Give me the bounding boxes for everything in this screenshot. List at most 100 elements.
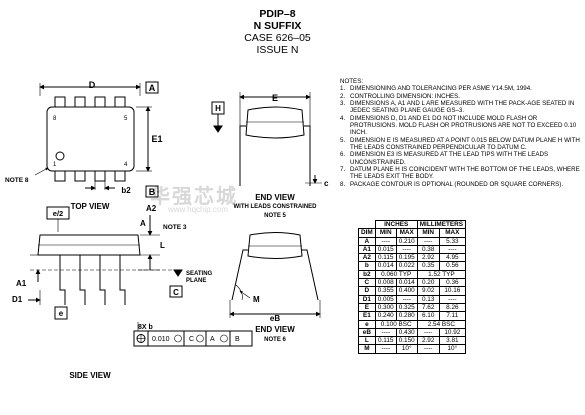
table-cell: eB <box>358 327 376 338</box>
table-cell: ---- <box>416 327 440 338</box>
package-drawing: D A B E1 b2 NOTE 8 8 5 1 4 TOP VIEW E H … <box>5 80 329 380</box>
table-cell: ---- <box>395 294 418 304</box>
end-dim-eb: eB <box>270 314 280 323</box>
table-cell: 7.62 <box>416 302 440 313</box>
top-note8: NOTE 8 <box>5 177 29 184</box>
table-cell: 5.33 <box>438 236 467 246</box>
table-cell: 0.100 BSC <box>374 319 418 329</box>
note-item: 1. DIMENSIONING AND TOLERANCING PER ASME … <box>340 85 585 92</box>
millimeters-header: MILLIMETERS <box>416 219 467 230</box>
note-number: 4. <box>340 114 346 122</box>
top-dim-e1: E1 <box>151 134 162 144</box>
table-cell: 7.11 <box>438 311 467 321</box>
table-cell: 2.92 <box>416 336 440 346</box>
package-title: PDIP–8 <box>259 8 296 20</box>
plane-label: PLANE <box>186 278 206 284</box>
table-cell: b2 <box>358 269 376 280</box>
table-cell: ---- <box>374 236 397 246</box>
table-cell: 10° <box>438 344 467 354</box>
note-number: 2. <box>340 92 346 100</box>
top-datum-a: A <box>149 83 156 93</box>
table-cell: 4.95 <box>438 253 467 263</box>
end-view-title: END VIEW <box>255 193 295 202</box>
table-cell: 0.240 <box>374 311 397 321</box>
table-cell: 3.81 <box>438 336 467 346</box>
table-cell: 0.115 <box>374 253 397 263</box>
table-cell: A1 <box>358 244 376 255</box>
note-number: 1. <box>340 85 346 93</box>
table-cell: 0.400 <box>395 286 418 296</box>
package-suffix: N SUFFIX <box>253 20 302 32</box>
note-number: 5. <box>340 136 346 144</box>
side-dim-a2: A2 <box>146 204 157 213</box>
table-cell: D <box>358 286 376 296</box>
pin4-label: 4 <box>124 162 128 168</box>
end-view2-note6: NOTE 6 <box>264 337 286 343</box>
table-cell: C <box>358 278 376 288</box>
note-number: 7. <box>340 166 346 174</box>
table-cell: 0.325 <box>395 302 418 313</box>
table-cell: 0.280 <box>395 311 418 321</box>
top-datum-b: B <box>149 187 156 197</box>
notes-heading: NOTES: <box>340 78 364 85</box>
table-cell: 0.56 <box>438 261 467 271</box>
table-cell: 0.300 <box>374 302 397 313</box>
table-cell: 0.430 <box>395 327 418 338</box>
table-cell: 0.015 <box>374 244 397 255</box>
seating-label: SEATING <box>186 271 213 277</box>
side-dim-l: L <box>160 241 165 250</box>
table-cell: 0.38 <box>416 244 440 255</box>
side-8xb: 8X b <box>138 324 153 331</box>
mm-min-header: MIN <box>416 228 440 238</box>
side-dim-a1: A1 <box>16 279 27 288</box>
table-cell: ---- <box>416 344 440 354</box>
side-dim-d1: D1 <box>12 295 23 304</box>
note-item: 2.CONTROLLING DIMENSION: INCHES. <box>340 93 585 100</box>
table-cell: 0.008 <box>374 278 397 288</box>
issue-label: ISSUE N <box>256 44 299 56</box>
end-view-constrained <box>211 92 322 186</box>
table-cell: 0.13 <box>416 294 440 304</box>
top-dim-b2: b2 <box>121 186 131 195</box>
side-view <box>28 206 253 347</box>
mm-max-header: MAX <box>438 228 467 238</box>
table-cell: b <box>358 261 376 271</box>
table-cell: ---- <box>438 294 467 304</box>
side-dim-e2: e/2 <box>53 209 63 218</box>
table-cell: A2 <box>358 253 376 263</box>
note-number: 3. <box>340 100 346 108</box>
table-cell: 0.005 <box>374 294 397 304</box>
table-cell: 0.20 <box>416 278 440 288</box>
note-text: PACKAGE CONTOUR IS OPTIONAL (ROUNDED OR … <box>350 180 564 188</box>
end-view2-title: END VIEW <box>255 325 295 334</box>
watermark-url: www.hqchip.com <box>168 205 229 214</box>
table-cell: 0.022 <box>395 261 418 271</box>
table-row: A----0.210----5.33 <box>358 236 467 246</box>
note-text: DIMENSIONING AND TOLERANCING PER ASME Y1… <box>350 85 532 93</box>
table-cell: 10.92 <box>438 327 467 338</box>
table-cell: 0.060 TYP <box>374 269 418 280</box>
inches-header: INCHES <box>374 219 418 230</box>
side-view-title: SIDE VIEW <box>69 371 111 380</box>
frame-datum-a: A <box>210 336 215 343</box>
table-cell: ---- <box>438 244 467 255</box>
pin5-label: 5 <box>124 116 128 122</box>
top-view <box>34 81 159 198</box>
note-text: DIMENSIONS A, A1 AND L ARE MEASURED WITH… <box>350 100 575 115</box>
tolerance-value: 0.010 <box>152 336 170 343</box>
table-cell: e <box>358 319 376 329</box>
table-cell: ---- <box>395 244 418 255</box>
table-cell: M <box>358 344 376 354</box>
note-text: DIMENSION E3 IS MEASURED AT THE LEAD TIP… <box>350 151 549 166</box>
table-cell: 0.014 <box>395 278 418 288</box>
frame-datum-b: B <box>235 336 240 343</box>
table-cell: L <box>358 336 376 346</box>
